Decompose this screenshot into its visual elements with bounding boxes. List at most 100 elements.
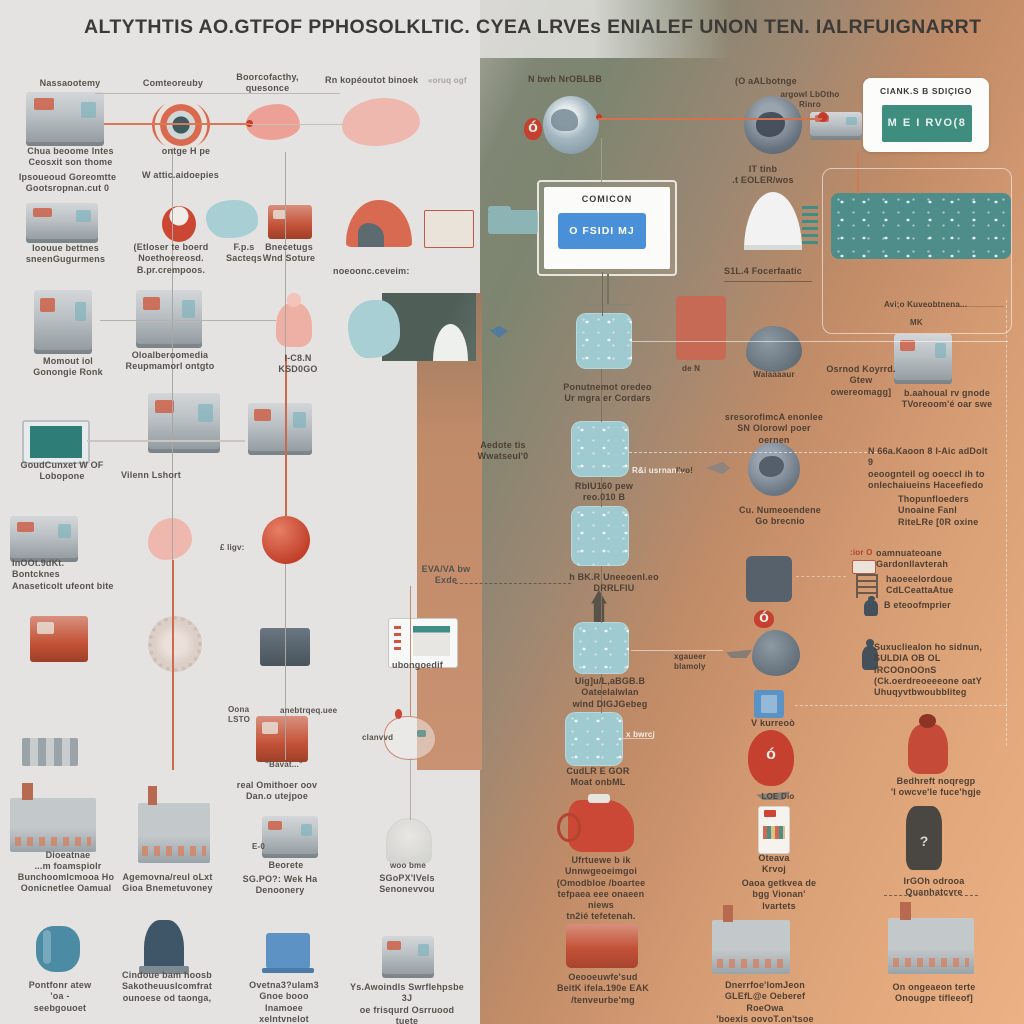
- label-stack: Ys.Awoindls Swrflehpsbe 3J oe frisqurd O…: [350, 982, 464, 1024]
- label-cluster: Vilenn Lshort: [121, 470, 181, 480]
- label-factory-left-a: Dioeatnae ...m foamspiolr: [34, 850, 102, 872]
- label-bavat: "Bavat...": [264, 760, 304, 769]
- label-ivo: I'vo!: [676, 466, 694, 475]
- question-figure-icon: [906, 806, 942, 870]
- tsq2-right-dashed: [629, 452, 887, 453]
- metrics-card-heading: CIANK.S B SDIÇIGO: [880, 86, 972, 96]
- label-dome-lamp-tiny: woo bme: [389, 861, 427, 870]
- machine-stack-icon: [382, 936, 434, 978]
- label-darkred-a: Oona LSTO: [228, 705, 250, 724]
- red-teapot-icon: [557, 793, 634, 852]
- dark-red-machine-icon: [256, 716, 308, 762]
- label-cloud-faded: «oruq ogf: [428, 76, 467, 85]
- label-list1: oamnuateoane Gardonllavterah: [876, 548, 949, 570]
- label-mk: MK: [910, 318, 923, 327]
- gnome-figure-icon: [591, 590, 607, 622]
- red-splat-icon: [524, 118, 542, 140]
- label-machine-row5: InOOt.9dKt. Bontcknes Anaseticolt ufeont…: [12, 558, 114, 591]
- label-loe-dio: LOE Dio: [761, 792, 795, 801]
- label-cloudmachine-top: real Omithoer oov Dan.o utejpoe: [236, 780, 318, 802]
- label-camera-eye-sub2: W attic.aidoepies: [142, 170, 219, 180]
- label-dark-globe: (O aALbotnge: [735, 76, 797, 86]
- label-rni: R&i usrnan…: [632, 466, 685, 475]
- tsq-link-2: [601, 477, 602, 507]
- mid-dashed-arrow: [455, 583, 571, 584]
- label-ior: :ior O: [850, 548, 873, 557]
- label-darkred-b: anebtrqeq.uee: [280, 706, 338, 715]
- tsq5-right-line: [623, 738, 653, 739]
- small-globe-icon: [748, 442, 800, 496]
- page-title: ALTYTHTIS AO.GTFOF PPHOSOLKLTIC. CYEA LR…: [84, 16, 982, 38]
- label-machine-console-top: Nassaootemy: [39, 78, 101, 88]
- label-tsq3: h BK.R Uneeoenl.eo DRRLFIU: [569, 572, 659, 594]
- machine-row5-icon: [10, 516, 78, 562]
- label-monitor: GoudCunxet W OF Lobopone: [20, 460, 104, 482]
- window-right-dashed: [795, 705, 1007, 706]
- tsq1-right-line: [632, 341, 1008, 342]
- label-machine-row2: Ioouue bettnes sneenGugurmens: [25, 243, 106, 265]
- label-aedote: Aedote tis Wwatseul'0: [477, 440, 529, 462]
- label-fridge-b: Oaoa getkvea de bgg Vionan' lvartets: [741, 878, 817, 911]
- red-figure-icon: [908, 714, 948, 774]
- label-tsq1: Ponutnemot oredeo Ur mgra er Cordars: [563, 382, 652, 404]
- top-right-flow: [598, 118, 822, 120]
- center-vertical-red: [172, 560, 174, 770]
- right-vertical-line-2: [285, 564, 286, 760]
- label-e0: E-0: [252, 842, 266, 851]
- red-dot-icon: [596, 114, 602, 120]
- label-browser: ubongoedif: [392, 660, 443, 670]
- right-edge-dashed: [1006, 300, 1007, 746]
- screen-heading: COMICON: [581, 194, 633, 204]
- photo-rect-icon: [382, 293, 476, 361]
- label-tall-machine: Momout iol Gonongie Ronk: [33, 356, 103, 378]
- label-avio: Avi;o Kuveobtnena...: [884, 300, 968, 309]
- red-ball-icon: [162, 206, 196, 242]
- list-box-icon: [852, 560, 876, 574]
- ladder-icon: [856, 574, 878, 598]
- label-window: V kurreoò: [751, 718, 795, 728]
- gray-boulder-2-icon: [752, 630, 800, 676]
- label-sresoro: sresorofimcA enonlee SN Olorowl poer oer…: [724, 412, 824, 445]
- label-red-ball: (Etloser te boerd Noethoereosd. B.pr.cre…: [133, 242, 209, 275]
- teal-blob-large-icon: [348, 300, 400, 358]
- row4-conveyor: [87, 440, 245, 442]
- label-sketch: clanvvd: [362, 733, 394, 742]
- teal-splash-icon: [206, 200, 258, 238]
- row1-flow-line-2: [250, 124, 346, 125]
- label-cudlr: CudLR E GOR Moat onbML: [566, 766, 630, 788]
- tsq-link-1: [601, 369, 602, 422]
- label-printer: Oloalberoomedia Reupmamorl ontgto: [125, 350, 215, 372]
- label-list3: B eteoofmprier: [884, 600, 951, 610]
- pink-cloud-small-icon: [148, 518, 192, 560]
- label-factory-b2: On ongeaeon terte Onougpe tifleeof]: [892, 982, 976, 1004]
- mid-vertical-gray: [410, 758, 411, 820]
- tall-machine-icon: [34, 290, 92, 354]
- teal-folder-icon: [488, 205, 538, 234]
- gray-machine-icon: [894, 334, 952, 384]
- red-splat-2-icon: [754, 610, 774, 628]
- tsq4-right-line: [631, 650, 723, 651]
- dome-stripes-icon: [802, 206, 818, 246]
- screen-button[interactable]: O FSIDI MJ: [558, 213, 646, 249]
- label-hemisphere: noeoonc.ceveim:: [333, 266, 410, 276]
- machine-row2-icon: [26, 203, 98, 243]
- right-vertical-red: [285, 355, 287, 520]
- metrics-card: CIANK.S B SDIÇIGO M E I RVO(8: [863, 78, 989, 152]
- right-vertical-line: [285, 152, 286, 355]
- question-underline: [884, 895, 978, 896]
- metrics-card-button[interactable]: M E I RVO(8: [882, 105, 972, 142]
- label-bedhreft: Bedhreft noqregp 'l owcve'le fuce'hgje: [890, 776, 982, 798]
- red-blob-icon: [748, 730, 794, 786]
- label-tsq4: Uig]u/L,aBGB.B Oateelalwlan wind DIGJGeb…: [572, 676, 648, 709]
- label-teapot: Ufrtuewe b ik Unnwgeoeimgoi (Omodbloe /b…: [556, 855, 646, 922]
- label-cloud-top: Rn kopéoutot binoek: [325, 75, 419, 85]
- avio-underline: [912, 306, 1004, 307]
- label-red-machine: Bnecetugs Wnd Soture: [262, 242, 316, 264]
- label-xgaueer: xgaueer blamoly: [674, 652, 707, 671]
- label-redmachine2: Oeooeuwfe'sud BeitK ifela.190e EAK /tenv…: [556, 972, 650, 1005]
- presentation-screen: COMICON O FSIDI MJ: [537, 180, 677, 306]
- label-sphere-side: £ ligv:: [220, 543, 245, 552]
- browser-window-icon: [388, 618, 458, 668]
- blue-laptop-icon: [261, 933, 315, 974]
- label-n66a: N 66a.Kaoon 8 I-Aic adDolt 9 oeoognteil …: [868, 446, 988, 490]
